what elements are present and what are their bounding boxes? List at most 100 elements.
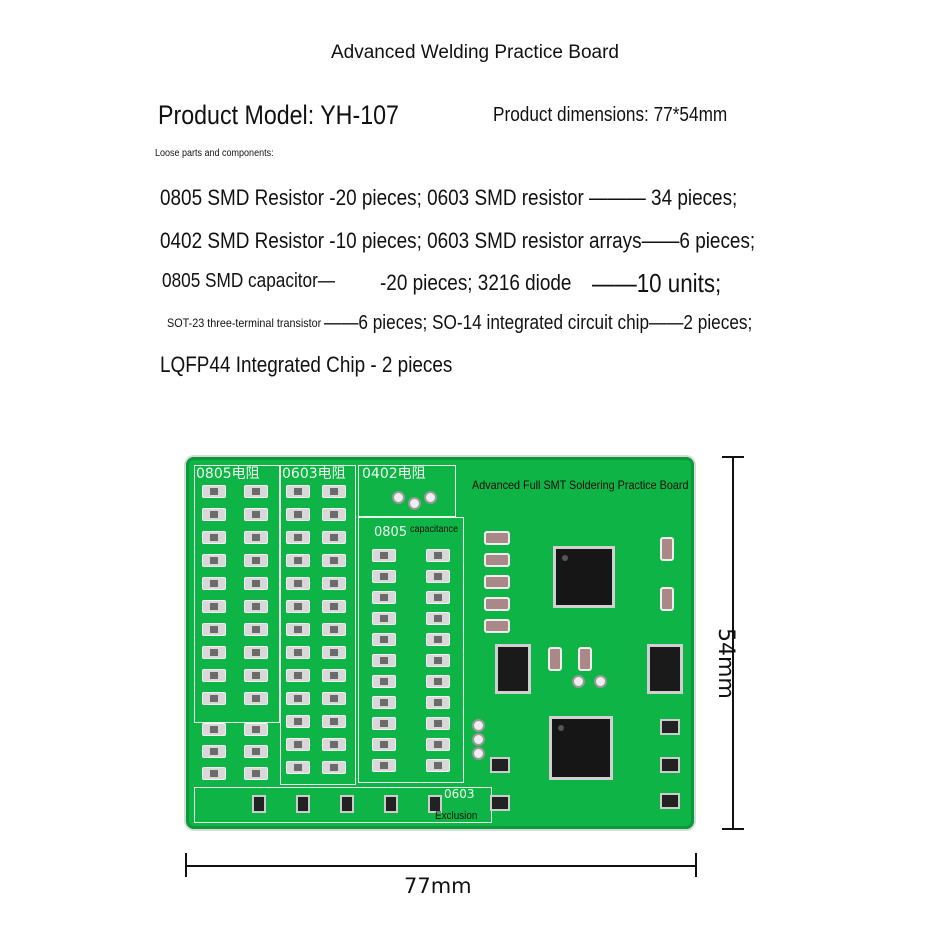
solder-pad [426,612,450,625]
solder-pad [286,715,310,728]
solder-pad [322,623,346,636]
height-dimension-tick-top [722,456,744,458]
via-hole [392,491,405,504]
solder-pad [426,570,450,583]
sot23-transistor [660,793,680,809]
solder-pad [286,600,310,613]
parts-line-4a: SOT-23 three-terminal transistor [167,316,322,330]
solder-pad [372,549,396,562]
pin1-dot [558,725,564,731]
solder-pad [372,717,396,730]
resistor-array [296,795,310,813]
solder-pad [286,692,310,705]
diode [484,575,510,589]
height-dimension-line [732,457,734,829]
solder-pad [286,761,310,774]
diode [660,587,674,611]
solder-pad [426,738,450,751]
resistor-array [252,795,266,813]
solder-pad [322,485,346,498]
solder-pad [372,591,396,604]
solder-pad [322,554,346,567]
via-hole [594,675,607,688]
solder-pad [202,745,226,758]
solder-pad [426,675,450,688]
solder-pad [286,738,310,751]
solder-pad [244,554,268,567]
parts-line-1: 0805 SMD Resistor -20 pieces; 0603 SMD r… [160,185,738,210]
via-hole [572,675,585,688]
via-hole [472,733,485,746]
solder-pad [372,612,396,625]
solder-pad [426,696,450,709]
sot23-transistor [490,795,510,811]
silk-label-0402: 0402电阻 [362,466,426,482]
height-dimension-label: 54mm [713,628,738,699]
solder-pad [426,717,450,730]
lqfp44-chip-bottom [552,719,610,777]
sot23-transistor [660,757,680,773]
solder-pad [202,646,226,659]
solder-pad [244,745,268,758]
solder-pad [426,759,450,772]
silk-box-0402 [358,465,456,517]
solder-pad [202,577,226,590]
diode [484,597,510,611]
solder-pad [372,633,396,646]
solder-pad [202,600,226,613]
solder-pad [202,531,226,544]
solder-pad [244,508,268,521]
width-dimension-line [186,865,696,867]
solder-pad [244,623,268,636]
solder-pad [202,767,226,780]
product-model: Product Model: YH-107 [158,100,399,130]
via-hole [472,719,485,732]
solder-pad [286,531,310,544]
silk-label-0603-bottom: 0603 [444,787,475,801]
parts-line-4b: ——6 pieces; SO-14 integrated circuit chi… [324,312,753,334]
diode [484,619,510,633]
silk-box-0805 [194,465,280,723]
solder-pad [202,623,226,636]
diode [484,553,510,567]
solder-pad [202,669,226,682]
solder-pad [286,577,310,590]
silk-box-0603 [280,465,356,785]
parts-line-3b: -20 pieces; 3216 diode [380,270,572,295]
width-dimension-tick-right [695,853,697,877]
diode [484,531,510,545]
parts-line-5: LQFP44 Integrated Chip - 2 pieces [160,352,453,377]
solder-pad [372,738,396,751]
solder-pad [202,723,226,736]
exclusion-label: Exclusion [435,810,478,822]
solder-pad [322,531,346,544]
diode [578,647,592,671]
solder-pad [322,738,346,751]
height-dimension-tick-bottom [722,828,744,830]
board-title-label: Advanced Full SMT Soldering Practice Boa… [472,478,689,492]
silk-label-0805-cap: 0805 [374,525,408,540]
parts-line-3a: 0805 SMD capacitor— [162,270,336,292]
solder-pad [202,485,226,498]
solder-pad [322,692,346,705]
solder-pad [322,761,346,774]
solder-pad [244,577,268,590]
solder-pad [244,669,268,682]
via-hole [472,747,485,760]
solder-pad [372,759,396,772]
solder-pad [286,646,310,659]
so14-chip-right [650,647,680,691]
solder-pad [322,577,346,590]
capacitance-label: capacitance [410,524,459,535]
solder-pad [372,570,396,583]
solder-pad [244,723,268,736]
solder-pad [426,549,450,562]
solder-pad [286,508,310,521]
solder-pad [372,654,396,667]
pcb-board-image: 0805电阻 0603电阻 0402电阻 0805 0603 [186,457,694,829]
silk-box-0805-cap [358,517,464,783]
solder-pad [286,669,310,682]
solder-pad [244,600,268,613]
sot23-transistor [660,719,680,735]
width-dimension-label: 77mm [404,874,472,898]
